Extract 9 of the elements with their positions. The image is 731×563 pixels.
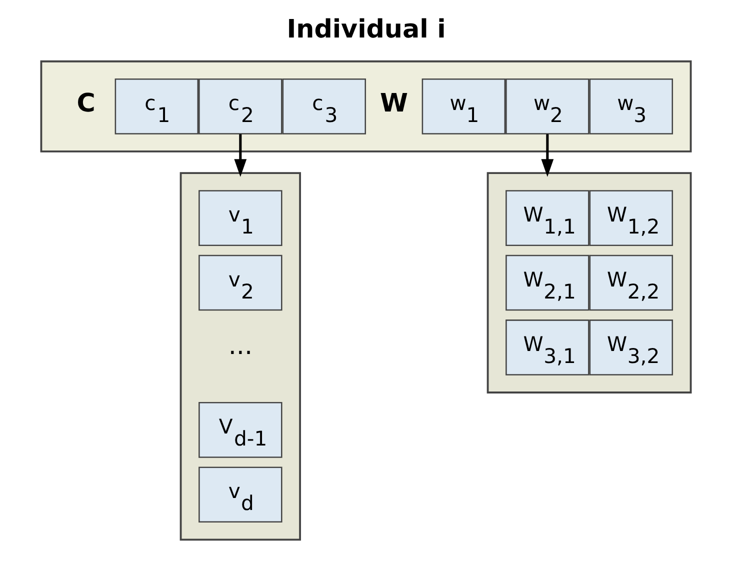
label: C (76, 88, 95, 118)
cluster (40, 60, 692, 152)
cluster (179, 172, 300, 541)
label: ... (228, 330, 252, 360)
label: W (379, 88, 408, 118)
cluster (486, 172, 692, 394)
diagram-title: Individual i (286, 13, 446, 44)
arrow (540, 134, 554, 177)
arrow (234, 134, 246, 177)
